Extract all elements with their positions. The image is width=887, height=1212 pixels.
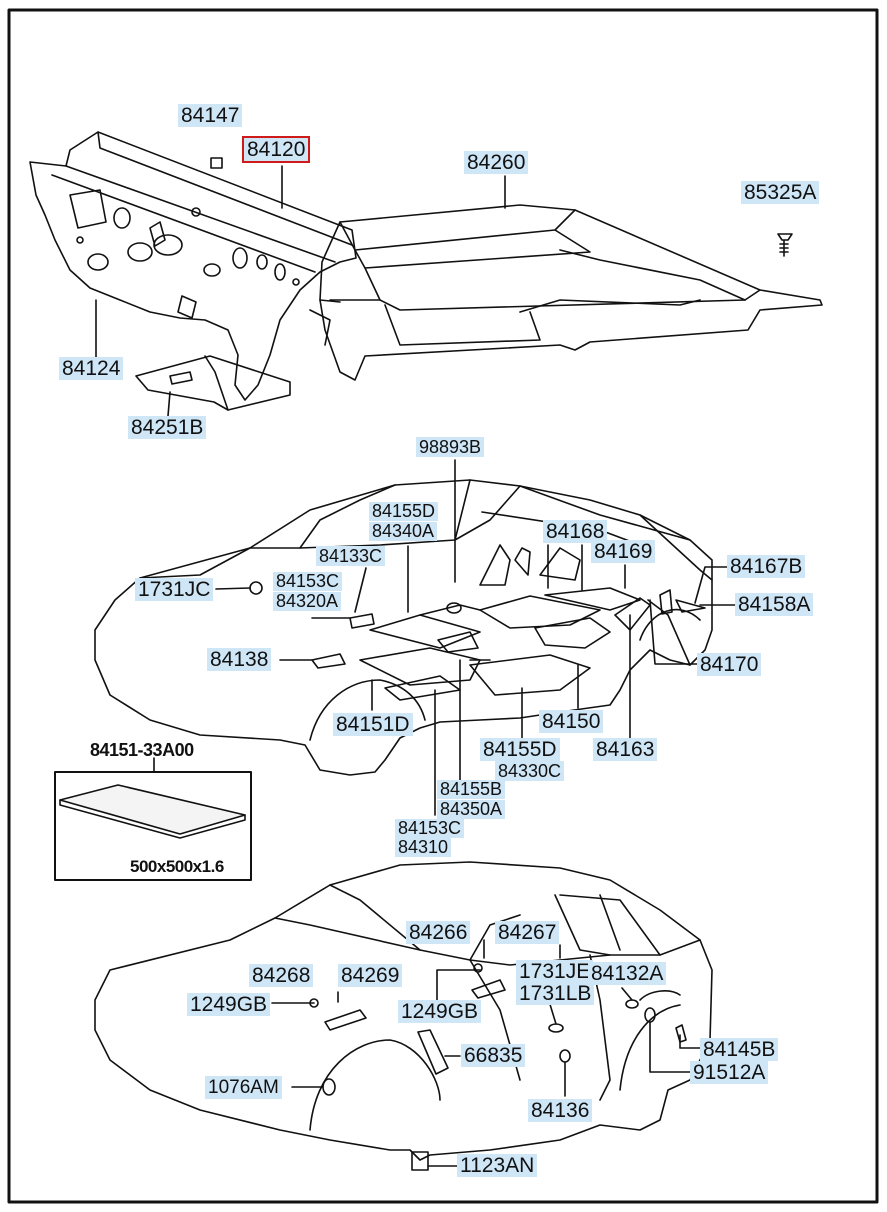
part-callout-84120[interactable]: 84120	[241, 136, 311, 163]
part-callout-1249GB-left[interactable]: 1249GB	[187, 993, 271, 1016]
part-callout-1123AN[interactable]: 1123AN	[457, 1154, 538, 1177]
part-callout-1249GB-mid[interactable]: 1249GB	[398, 1000, 482, 1023]
part-callout-84153C-bot[interactable]: 84153C	[395, 819, 465, 838]
inset-box	[54, 757, 252, 881]
part-callout-84155D-top[interactable]: 84155D	[369, 502, 439, 521]
part-callout-84350A[interactable]: 84350A	[437, 800, 506, 819]
part-callout-84169[interactable]: 84169	[591, 540, 656, 563]
part-callout-85325A[interactable]: 85325A	[741, 181, 820, 204]
inset-dimensions: 500x500x1.6	[130, 857, 224, 876]
part-callout-84167B[interactable]: 84167B	[727, 555, 806, 578]
part-callout-84267[interactable]: 84267	[495, 921, 560, 944]
part-callout-84151D[interactable]: 84151D	[333, 713, 413, 736]
part-callout-84145B[interactable]: 84145B	[700, 1038, 779, 1061]
part-callout-84266[interactable]: 84266	[406, 921, 471, 944]
part-callout-84153C-top[interactable]: 84153C	[273, 572, 343, 591]
part-callout-1731JE[interactable]: 1731JE	[516, 960, 594, 983]
part-callout-84133C[interactable]: 84133C	[316, 546, 386, 566]
car-exterior-assembly	[94, 861, 713, 1171]
part-callout-84150[interactable]: 84150	[539, 710, 604, 733]
part-callout-84132A[interactable]: 84132A	[588, 962, 667, 985]
part-callout-84124[interactable]: 84124	[59, 357, 124, 380]
part-callout-84158A[interactable]: 84158A	[735, 593, 814, 616]
part-callout-84170[interactable]: 84170	[697, 653, 762, 676]
part-callout-84168[interactable]: 84168	[543, 520, 608, 543]
part-callout-84268[interactable]: 84268	[249, 964, 314, 987]
part-callout-84340A[interactable]: 84340A	[369, 522, 438, 541]
part-callout-98893B[interactable]: 98893B	[416, 437, 485, 457]
car-interior-assembly	[94, 459, 736, 816]
part-callout-84310[interactable]: 84310	[395, 838, 452, 857]
part-callout-66835[interactable]: 66835	[461, 1044, 526, 1067]
part-callout-84163[interactable]: 84163	[593, 738, 658, 761]
part-callout-84251B[interactable]: 84251B	[128, 416, 207, 439]
part-callout-1076AM[interactable]: 1076AM	[205, 1076, 282, 1099]
part-callout-84155B[interactable]: 84155B	[437, 780, 506, 799]
part-callout-91512A[interactable]: 91512A	[690, 1061, 769, 1084]
part-callout-84155D-mid[interactable]: 84155D	[480, 738, 560, 761]
part-callout-84136[interactable]: 84136	[528, 1099, 593, 1122]
part-callout-84320A[interactable]: 84320A	[273, 592, 342, 611]
part-callout-84147[interactable]: 84147	[178, 104, 243, 127]
dash-floor-assembly	[29, 131, 823, 417]
part-callout-1731LB[interactable]: 1731LB	[516, 982, 595, 1005]
part-callout-84269[interactable]: 84269	[338, 964, 403, 987]
part-callout-84260[interactable]: 84260	[464, 151, 529, 174]
part-callout-1731JC[interactable]: 1731JC	[135, 578, 214, 601]
part-callout-84138[interactable]: 84138	[207, 648, 272, 671]
inset-part-number: 84151-33A00	[90, 740, 194, 760]
part-callout-84330C[interactable]: 84330C	[495, 761, 565, 781]
